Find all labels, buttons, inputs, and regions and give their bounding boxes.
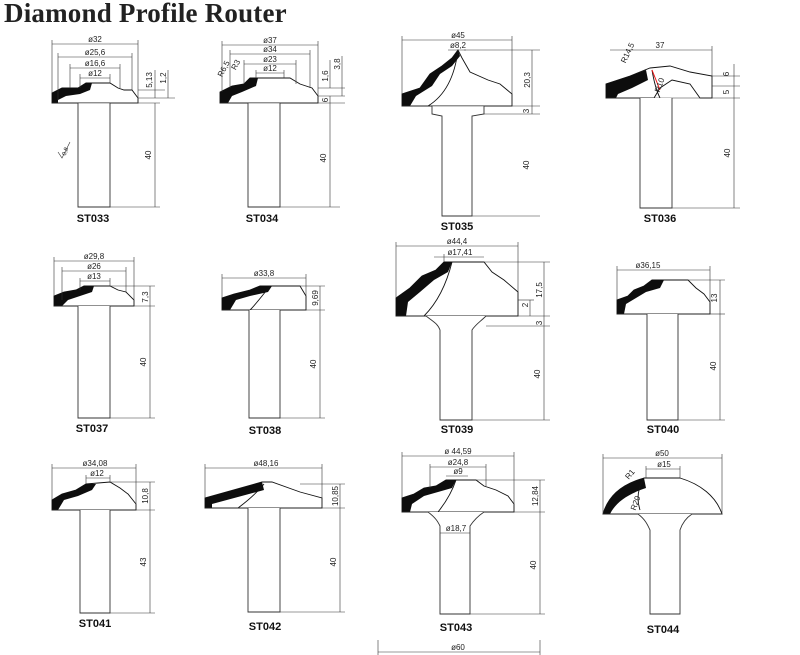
- st035-dim-h1: 20,3: [523, 72, 532, 88]
- st044-dim-d2: ø15: [657, 460, 671, 469]
- st042-dim-h1: 10,85: [331, 485, 340, 506]
- st039-dim-h1: 17,5: [535, 282, 544, 298]
- st034-dim-d1: ø37: [263, 36, 277, 45]
- st039-dim-shank: 40: [533, 369, 542, 378]
- st034-dim-r1: R6,5: [216, 59, 232, 79]
- st043-dim-d4: ø18,7: [446, 524, 467, 533]
- st038-dim-d1: ø33,8: [254, 269, 275, 278]
- st037-dim-h1: 7,3: [141, 291, 150, 303]
- bit-st044: ø50 ø15 R1 R20 ST044: [602, 449, 723, 636]
- st037-dim-d2: ø26: [87, 262, 101, 271]
- st041-dim-h1: 10,8: [141, 488, 150, 504]
- page-title: Diamond Profile Router: [4, 0, 287, 28]
- st035-dim-h2: 3: [522, 108, 531, 113]
- st036-dim-d1: 37: [656, 41, 665, 50]
- st033-dim-d1: ø32: [88, 35, 102, 44]
- st033-dim-d3: ø16,6: [85, 59, 106, 68]
- st033-dim-d4: ø12: [88, 69, 102, 78]
- st034-dim-h2: 3,8: [333, 58, 342, 70]
- st041-code: ST041: [79, 618, 111, 630]
- st036-dim-h2: 6: [722, 71, 731, 76]
- st043-dim-d3: ø9: [453, 467, 463, 476]
- st040-dim-shank: 40: [709, 361, 718, 370]
- st039-dim-d2: ø17,41: [448, 248, 473, 257]
- st039-code: ST039: [441, 424, 473, 436]
- bit-st042: ø48,16 10,85 40 ST042: [204, 459, 345, 633]
- st039-dim-h2: 2: [521, 302, 530, 307]
- st037-dim-shank: 40: [139, 357, 148, 366]
- st039-dim-d1: ø44,4: [447, 237, 468, 246]
- st033-dim-d2: ø25,6: [85, 48, 106, 57]
- st037-code: ST037: [76, 423, 108, 435]
- bit-st038: ø33,8 9,69 40 ST038: [221, 269, 325, 437]
- bit-st033: ø32 ø25,6 ø16,6 ø12 5,13 1,2 40 0,8 ST03…: [51, 35, 175, 225]
- st043-dim-d1: ø 44,59: [444, 447, 472, 456]
- st033-dim-h1: 5,13: [145, 72, 154, 88]
- st034-dim-d2: ø34: [263, 45, 277, 54]
- st036-code: ST036: [644, 213, 676, 225]
- st041-dim-shank: 43: [139, 557, 148, 566]
- st041-dim-d1: ø34,08: [83, 459, 108, 468]
- st034-dim-d3: ø23: [263, 55, 277, 64]
- bit-st037: ø29,8 ø26 ø13 7,3 40 ST037: [53, 252, 155, 435]
- st043-dim-h1: 12,84: [531, 485, 540, 506]
- bit-st040: ø36,15 13 40 ST040: [616, 261, 725, 436]
- st041-dim-d2: ø12: [90, 469, 104, 478]
- st034-code: ST034: [246, 213, 279, 225]
- st037-dim-d1: ø29,8: [84, 252, 105, 261]
- st036-dim-r1: R14,5: [619, 41, 636, 65]
- st034-dim-h1: 1,6: [321, 70, 330, 82]
- st044-dim-d1: ø50: [655, 449, 669, 458]
- st038-dim-h1: 9,69: [311, 290, 320, 306]
- st033-code: ST033: [77, 213, 109, 225]
- st039-dim-h3: 3: [535, 320, 544, 325]
- bit-st036: 37 R14,5 R10 5 6 40 ST036: [605, 41, 740, 225]
- bit-st043: ø 44,59 ø24,8 ø9 ø18,7 12,84 40 ST043: [401, 447, 545, 634]
- st044-code: ST044: [647, 624, 680, 636]
- st037-dim-d3: ø13: [87, 272, 101, 281]
- footer-partial-dimension: ø60: [377, 640, 541, 655]
- st034-dim-h3: 6: [321, 97, 330, 102]
- st040-code: ST040: [647, 424, 679, 436]
- st034-dim-d4: ø12: [263, 64, 277, 73]
- st035-code: ST035: [441, 221, 473, 233]
- st040-dim-d1: ø36,15: [636, 261, 661, 270]
- st035-dim-shank: 40: [522, 160, 531, 169]
- st044-dim-r1: R1: [623, 467, 637, 481]
- st038-dim-shank: 40: [309, 359, 318, 368]
- bit-st034: ø37 ø34 ø23 ø12 R6,5 R3 1,6 3,8 6 40 ST0…: [216, 36, 345, 225]
- st043-dim-d2: ø24,8: [448, 458, 469, 467]
- st035-dim-d1: ø45: [451, 31, 465, 40]
- st043-code: ST043: [440, 622, 472, 634]
- bit-st039: ø44,4 ø17,41 17,5 2 3 40 ST039: [395, 237, 550, 436]
- st034-dim-r2: R3: [229, 58, 242, 72]
- st036-dim-h1: 5: [722, 89, 731, 94]
- st033-dim-shank: 40: [144, 150, 153, 159]
- st043-dim-shank: 40: [529, 560, 538, 569]
- st036-dim-shank: 40: [723, 148, 732, 157]
- st033-dim-h2: 1,2: [159, 72, 168, 84]
- st040-dim-h1: 13: [710, 293, 719, 302]
- footer-dim-d1: ø60: [451, 643, 465, 652]
- st038-code: ST038: [249, 425, 281, 437]
- bit-st041: ø34,08 ø12 10,8 43 ST041: [51, 459, 155, 630]
- st035-dim-d2: ø8,2: [450, 41, 467, 50]
- st033-surface-mark: 0,8: [62, 146, 71, 157]
- st034-dim-shank: 40: [319, 153, 328, 162]
- st042-code: ST042: [249, 621, 281, 633]
- bit-st035: ø45 ø8,2 20,3 3 40 ST035: [401, 31, 540, 233]
- st042-dim-shank: 40: [329, 557, 338, 566]
- st042-dim-d1: ø48,16: [254, 459, 279, 468]
